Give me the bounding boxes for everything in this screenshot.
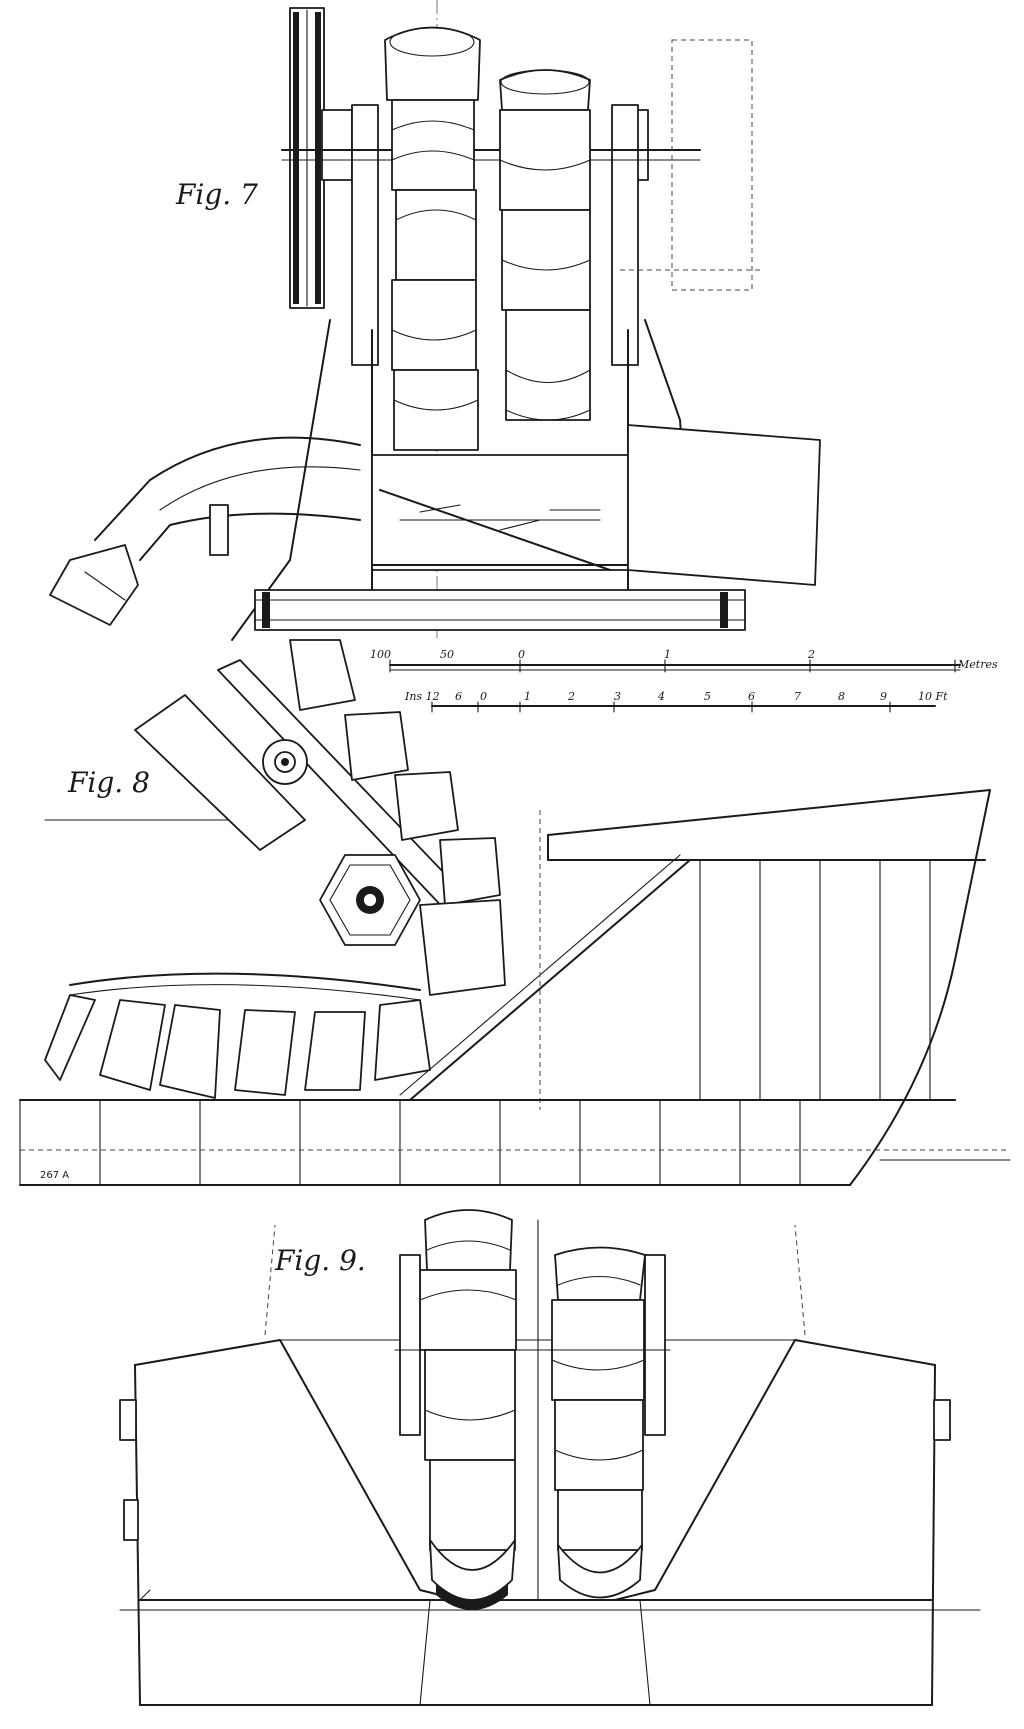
inches-tick-5: 3: [614, 690, 621, 703]
inches-tick-8: 6: [748, 690, 755, 703]
inches-tick-7: 5: [704, 690, 711, 703]
bucket-ladder: [44, 639, 506, 1099]
fig9-front-view: Fig. 9.: [119, 1209, 981, 1706]
fig9-left-buckets: [419, 1209, 517, 1610]
scale-bars: 100 50 0 1 2 Metres Ins 12 6 0 1 2 3 4 5…: [370, 648, 998, 713]
metres-scale: 100 50 0 1 2 Metres: [370, 648, 998, 673]
inches-tick-1: 6: [455, 690, 462, 703]
left-bucket-chain: [384, 26, 481, 451]
inches-tick-11: 9: [880, 690, 887, 703]
inches-tick-10: 8: [838, 690, 845, 703]
metres-tick-2: 0: [518, 648, 525, 661]
metres-unit: Metres: [957, 658, 998, 671]
inches-tick-6: 4: [657, 690, 665, 703]
inches-tick-9: 7: [794, 690, 801, 703]
inches-tick-3: 1: [524, 690, 531, 703]
fig8-label: Fig. 8: [67, 766, 150, 799]
gear-wheel: [289, 7, 325, 309]
inches-tick-0: Ins 12: [404, 690, 440, 703]
fig9-hull: [119, 1339, 981, 1706]
fig9-label: Fig. 9.: [274, 1244, 366, 1277]
metres-tick-1: 50: [440, 648, 454, 661]
plate-mark: 267 A: [40, 1170, 69, 1181]
fig8-side-elevation: Fig. 8: [19, 639, 1011, 1186]
fig7-label: Fig. 7: [175, 178, 258, 211]
inches-tick-2: 0: [480, 690, 487, 703]
right-bucket-chain: [499, 69, 591, 421]
metres-tick-0: 100: [370, 648, 391, 661]
inches-scale: Ins 12 6 0 1 2 3 4 5 6 7 8 9 10 Ft: [404, 690, 948, 713]
hopper-hull: [399, 789, 991, 1186]
metres-tick-3: 1: [664, 648, 671, 661]
spoil-shoot: [49, 436, 361, 626]
metres-tick-4: 2: [807, 648, 815, 661]
hull-frames: 267 A: [19, 1099, 1011, 1186]
fig9-right-buckets: [551, 1246, 646, 1599]
inches-tick-12: 10 Ft: [918, 690, 948, 703]
fig7-end-elevation: Fig. 7: [49, 0, 821, 641]
inches-tick-4: 2: [567, 690, 575, 703]
